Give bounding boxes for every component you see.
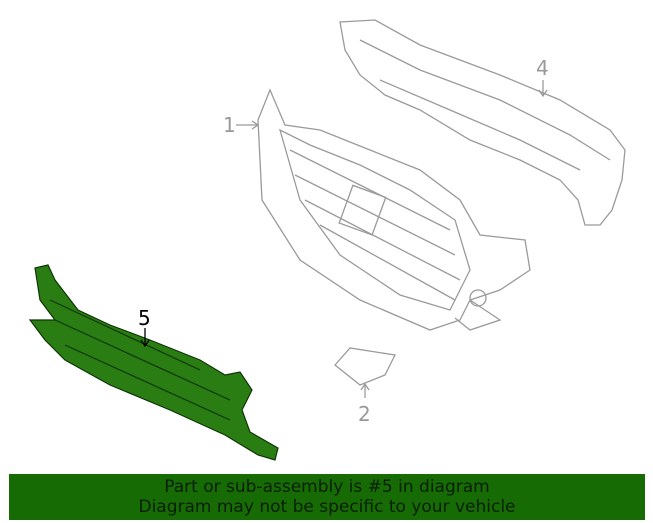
callout-1[interactable]: 1 (223, 113, 236, 137)
banner-line-2: Diagram may not be specific to your vehi… (138, 497, 516, 517)
callout-4[interactable]: 4 (536, 56, 549, 80)
bracket-part-4 (339, 19, 626, 226)
callout-5[interactable]: 5 (138, 306, 151, 330)
grille-part-1 (257, 88, 531, 331)
callout-2[interactable]: 2 (358, 402, 371, 426)
cover-part-2 (334, 347, 396, 386)
parts-diagram (28, 19, 626, 461)
banner-line-1: Part or sub-assembly is #5 in diagram (164, 477, 490, 497)
info-banner: Part or sub-assembly is #5 in diagram Di… (9, 474, 645, 520)
lower-grille-part-5 (28, 264, 279, 461)
leader-lines (236, 80, 548, 398)
leader-line-5 (140, 328, 150, 348)
